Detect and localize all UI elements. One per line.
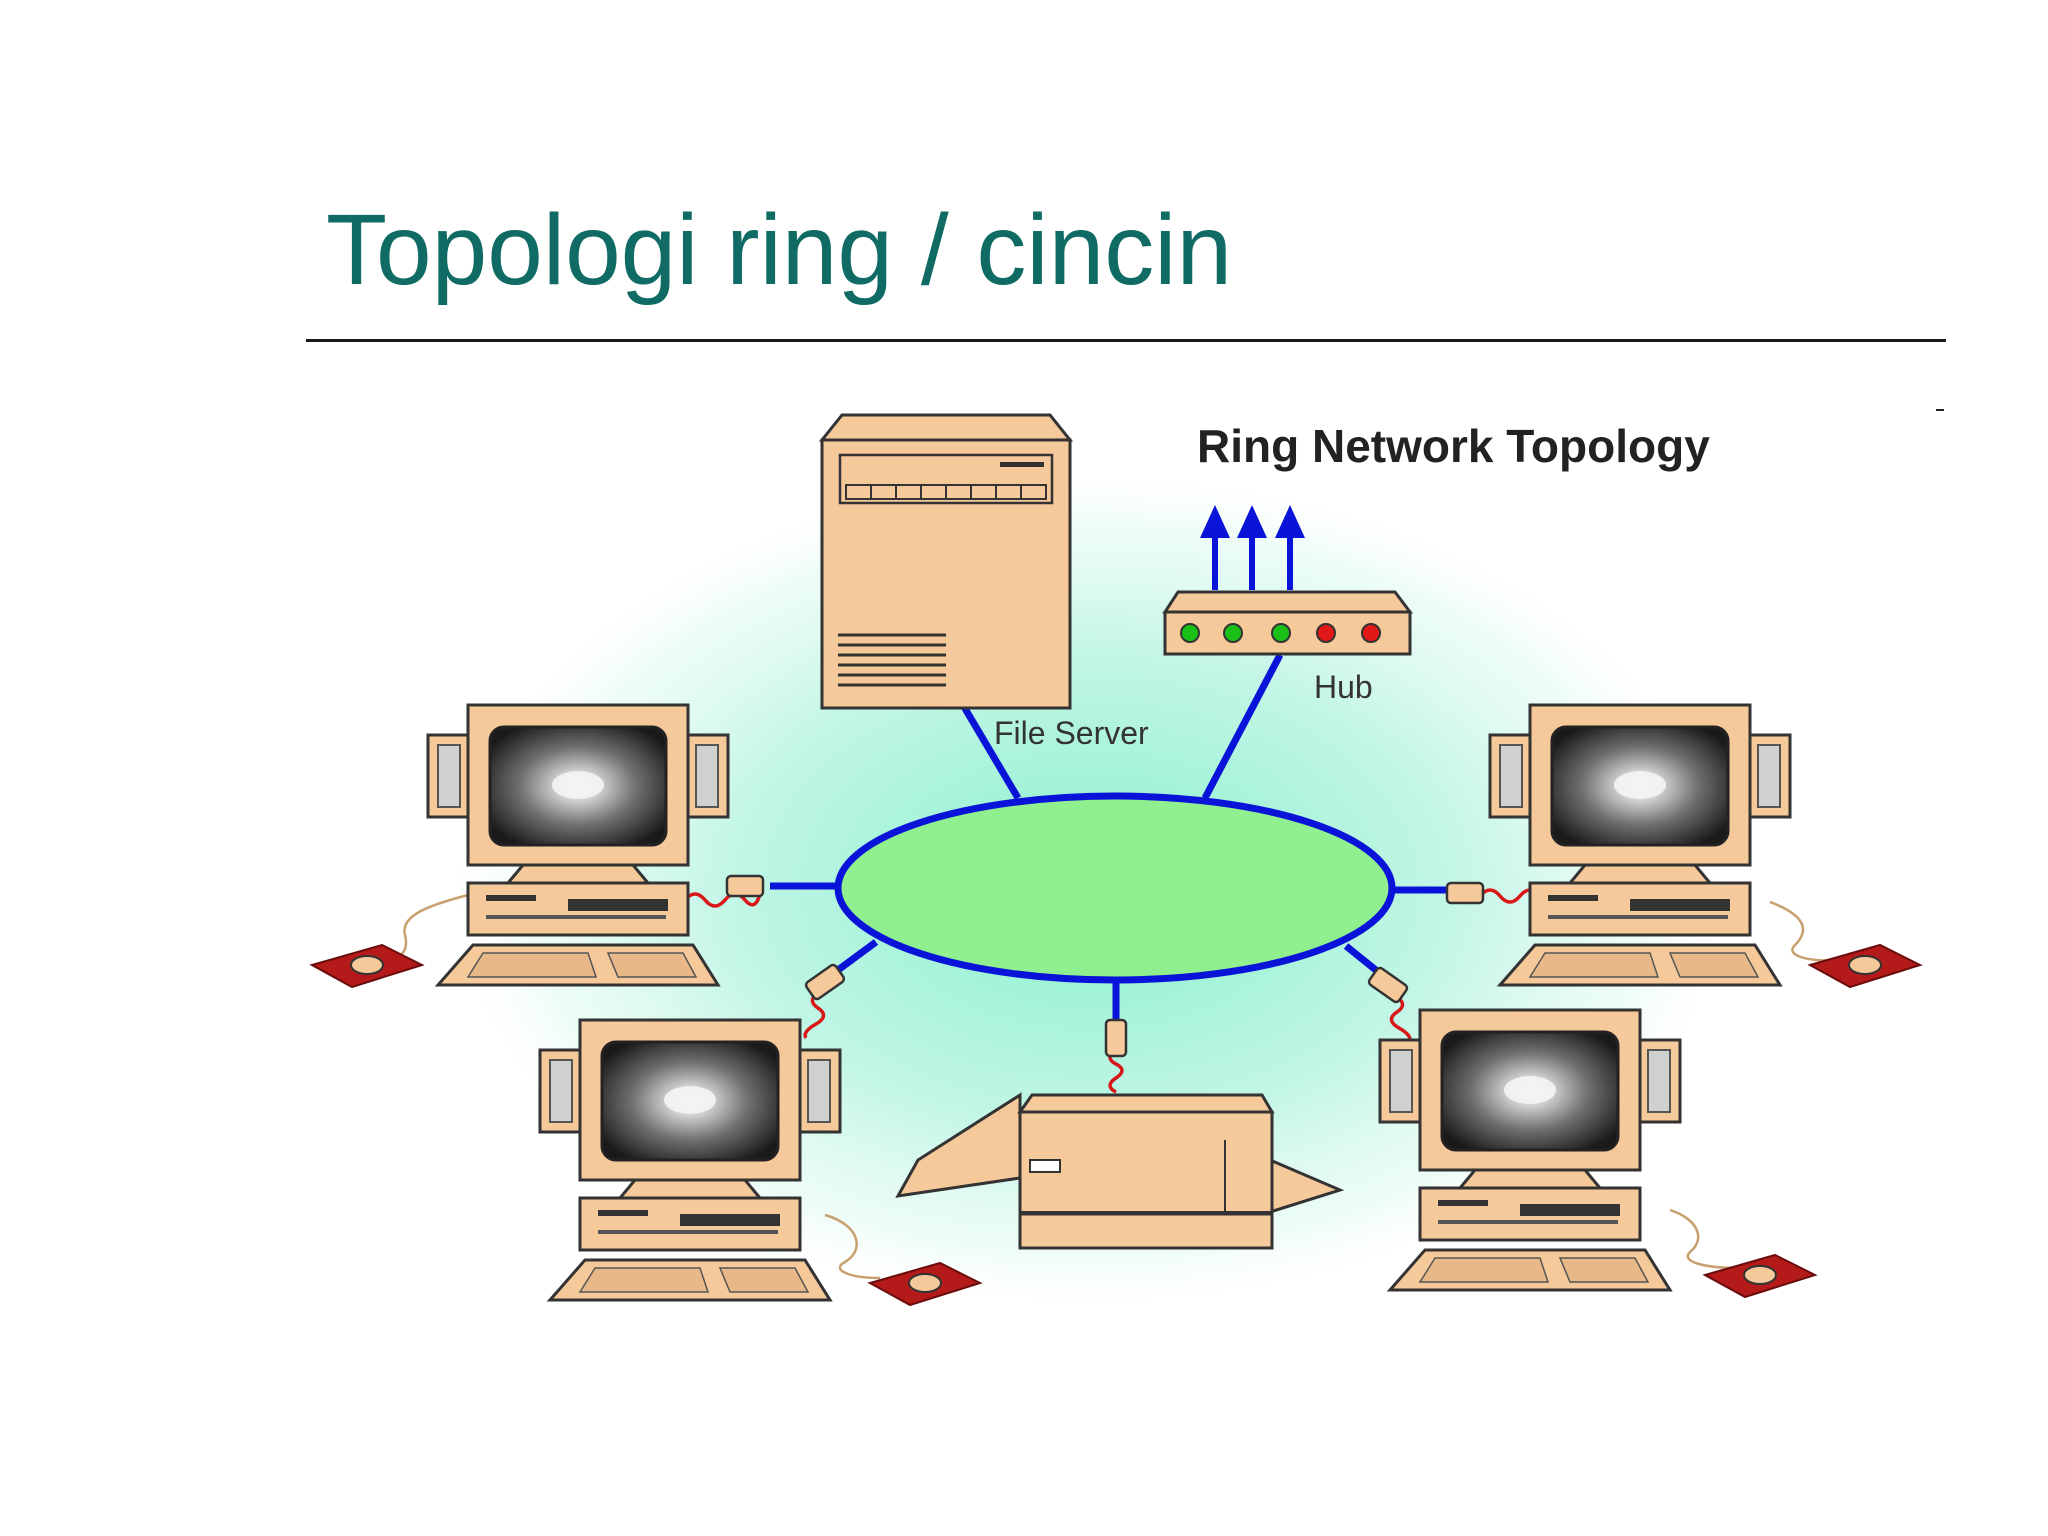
plug-connector <box>1104 1018 1128 1058</box>
plug-connector <box>1445 881 1485 905</box>
spoke-file-server <box>956 698 1022 800</box>
ring-network <box>834 792 1396 984</box>
hub-icon <box>1162 590 1413 656</box>
ring-spokes <box>770 653 1448 1022</box>
slide-title: Topologi ring / cincin <box>326 194 1233 306</box>
file-server-icon <box>818 413 1074 710</box>
plug-connector <box>725 874 765 898</box>
arrow-up-icon <box>1200 505 1230 590</box>
hub-led <box>1223 623 1243 643</box>
title-divider <box>306 339 1946 342</box>
hub-led <box>1361 623 1381 643</box>
hub-led <box>1271 623 1291 643</box>
printer-icon <box>895 1092 1345 1250</box>
hub-label: Hub <box>1314 669 1373 705</box>
spoke-bottom-left <box>835 939 879 973</box>
mouse-icon <box>311 944 423 988</box>
spoke-hub <box>1201 653 1284 800</box>
hub-uplink-arrows <box>1200 505 1305 590</box>
mouse-icon <box>1704 1254 1816 1298</box>
diagram-heading: Ring Network Topology <box>1197 420 1710 472</box>
arrow-up-icon <box>1237 505 1267 590</box>
arrow-up-icon <box>1275 505 1305 590</box>
file-server-label: File Server <box>994 715 1149 751</box>
hub-led <box>1316 623 1336 643</box>
mouse-icon <box>1809 944 1921 988</box>
hub-led <box>1180 623 1200 643</box>
